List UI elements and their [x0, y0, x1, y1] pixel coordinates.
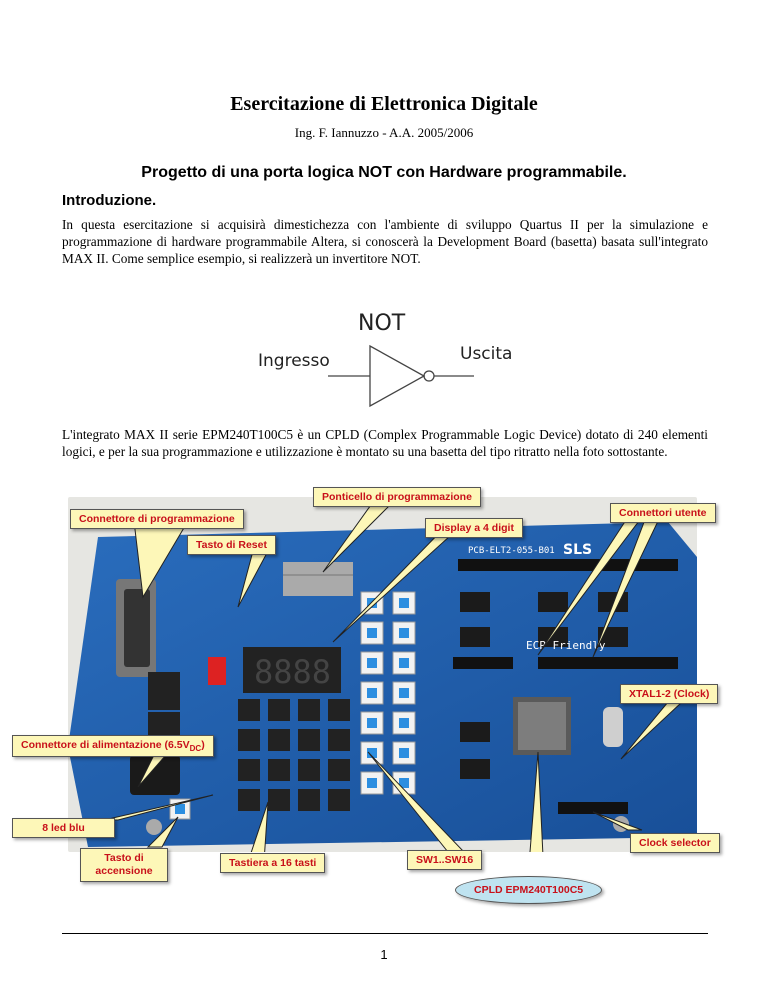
pcb-friendly-label: ECP Friendly [526, 639, 606, 652]
callout-alimentazione-text: Connettore di alimentazione (6.5V [21, 739, 190, 751]
clock-selector-pins [558, 802, 628, 814]
callout-sw: SW1..SW16 [407, 850, 483, 870]
callout-ponticello: Ponticello di programmazione [313, 487, 481, 507]
page-number: 1 [380, 947, 388, 962]
user-connector [458, 559, 678, 571]
callout-accensione-line1: Tasto di [104, 852, 144, 864]
not-gate-bubble [423, 370, 435, 382]
intro-paragraph: In questa esercitazione si acquisirà dim… [62, 217, 708, 266]
not-gate-title: NOT [358, 311, 406, 336]
ribbon-cable [283, 562, 353, 596]
not-gate-output-label: Uscita [460, 344, 512, 364]
document-title: Esercitazione di Elettronica Digitale [230, 93, 538, 115]
callout-connettori-utente: Connettori utente [610, 503, 716, 523]
crystal [603, 707, 623, 747]
callout-cpld: CPLD EPM240T100C5 [455, 876, 603, 904]
callout-reset: Tasto di Reset [187, 535, 276, 555]
callout-alimentazione: Connettore di alimentazione (6.5VDC) [12, 735, 214, 758]
author-line: Ing. F. Iannuzzo - A.A. 2005/2006 [294, 125, 474, 140]
intro-heading: Introduzione. [62, 192, 157, 209]
callout-alimentazione-sub: DC [189, 744, 202, 754]
callout-xtal: XTAL1-2 (Clock) [620, 684, 719, 704]
callout-tastiera: Tastiera a 16 tasti [220, 853, 326, 873]
callout-accensione-line2: accensione [95, 865, 153, 877]
callout-accensione: Tasto di accensione [80, 848, 168, 882]
callout-alimentazione-end: ) [201, 739, 205, 751]
not-gate-input-label: Ingresso [258, 351, 330, 371]
display-digits: 8888 [254, 653, 331, 691]
cpld-paragraph: L'integrato MAX II serie EPM240T100C5 è … [62, 427, 708, 459]
callout-connettore-programmazione: Connettore di programmazione [70, 509, 244, 529]
callout-display: Display a 4 digit [425, 518, 523, 538]
keypad-16 [238, 699, 350, 811]
four-digit-display [243, 647, 341, 693]
development-board-photo: 8888 [68, 497, 697, 852]
footer-rule [62, 933, 708, 934]
not-gate-diagram: NOT Ingresso Uscita [258, 311, 512, 408]
pcb-logo: SLS [563, 542, 592, 558]
not-gate-triangle [369, 344, 426, 408]
pcb-label: PCB-ELT2-055-B01 [468, 546, 555, 556]
callout-led: 8 led blu [12, 818, 115, 838]
callout-clock-selector: Clock selector [630, 833, 720, 853]
power-jack [130, 755, 180, 795]
document-subtitle: Progetto di una porta logica NOT con Har… [141, 164, 627, 181]
regulator [148, 672, 180, 710]
